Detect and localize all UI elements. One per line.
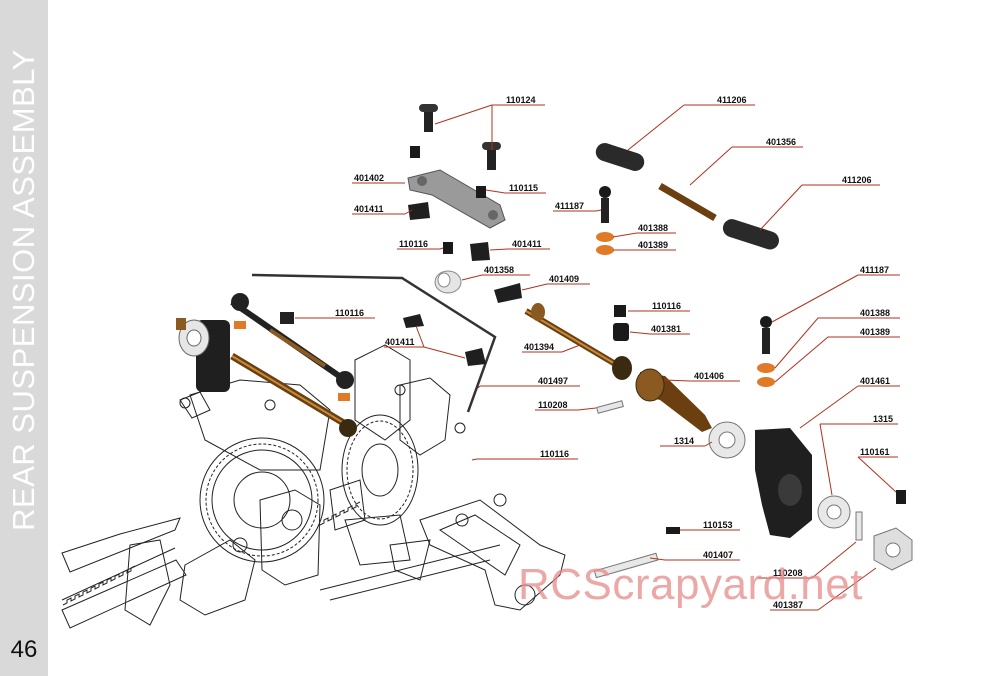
label-411206-top: 411206 bbox=[717, 95, 747, 105]
label-110116-b: 110116 bbox=[652, 301, 681, 311]
exploded-parts bbox=[403, 104, 913, 579]
sidebar: REAR SUSPENSION ASSEMBLY 46 bbox=[0, 0, 48, 676]
label-401497: 401497 bbox=[538, 376, 568, 386]
label-401388-right: 401388 bbox=[860, 308, 890, 318]
label-401407: 401407 bbox=[703, 550, 733, 560]
label-411187-right: 411187 bbox=[860, 265, 889, 275]
label-401388-top: 401388 bbox=[638, 223, 668, 233]
label-110116-a: 110116 bbox=[399, 239, 428, 249]
label-401381: 401381 bbox=[651, 324, 681, 334]
watermark: RCScrapyard.net bbox=[518, 560, 863, 609]
label-411206-mid: 411206 bbox=[842, 175, 872, 185]
label-110208-a: 110208 bbox=[538, 400, 568, 410]
mounted-parts bbox=[176, 273, 497, 437]
label-401409: 401409 bbox=[549, 274, 579, 284]
page-number: 46 bbox=[10, 636, 38, 663]
exploded-assembly-diagram: 110124 411206 401356 411206 401402 11011… bbox=[61, 95, 913, 629]
chassis-line-art bbox=[61, 344, 566, 629]
label-110153: 110153 bbox=[703, 520, 733, 530]
turnbuckle-401356 bbox=[658, 182, 717, 222]
label-401389-top: 401389 bbox=[638, 240, 668, 250]
label-401461: 401461 bbox=[860, 376, 890, 386]
section-title: REAR SUSPENSION ASSEMBLY bbox=[6, 49, 41, 531]
label-110161: 110161 bbox=[860, 447, 890, 457]
label-110115: 110115 bbox=[509, 183, 538, 193]
screw-110124-a bbox=[424, 110, 433, 132]
label-110116-c: 110116 bbox=[335, 308, 364, 318]
label-110116-d: 110116 bbox=[540, 449, 569, 459]
label-1314: 1314 bbox=[674, 436, 694, 446]
leader-lines bbox=[295, 104, 900, 611]
label-110208-b: 110208 bbox=[773, 568, 803, 578]
label-401389-right: 401389 bbox=[860, 327, 890, 337]
label-1315: 1315 bbox=[873, 414, 893, 424]
label-110124: 110124 bbox=[506, 95, 536, 105]
anti-roll-bar bbox=[251, 273, 497, 413]
label-411187-top: 411187 bbox=[555, 201, 584, 211]
label-401356: 401356 bbox=[766, 137, 796, 147]
label-401406: 401406 bbox=[694, 371, 724, 381]
screw-110124-b bbox=[487, 148, 496, 170]
bracket-401402 bbox=[407, 169, 506, 229]
label-401394: 401394 bbox=[524, 342, 554, 352]
label-401411-c: 401411 bbox=[385, 337, 415, 347]
label-401358: 401358 bbox=[484, 265, 514, 275]
part-labels: 110124 411206 401356 411206 401402 11011… bbox=[335, 95, 893, 610]
label-401387: 401387 bbox=[773, 600, 803, 610]
rod-end-411206-b bbox=[722, 219, 779, 250]
label-401402: 401402 bbox=[354, 173, 384, 183]
label-401411-top: 401411 bbox=[354, 204, 384, 214]
rod-end-411206-a bbox=[595, 143, 645, 171]
label-401411-b: 401411 bbox=[512, 239, 542, 249]
